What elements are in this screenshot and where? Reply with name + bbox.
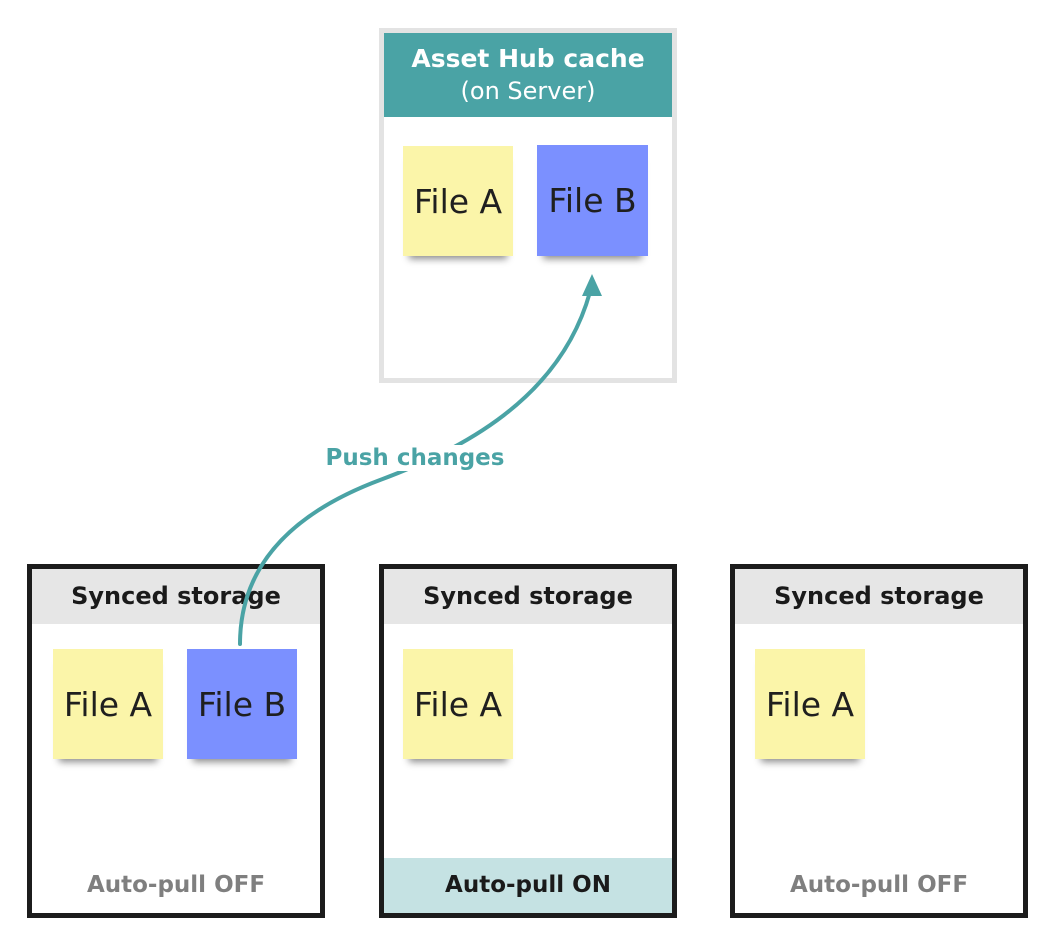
autopull-status-1: Auto-pull OFF: [86, 872, 266, 898]
server-file-b-note: File B: [537, 145, 648, 256]
autopull-status-3: Auto-pull OFF: [789, 872, 969, 898]
asset-hub-cache-header: Asset Hub cache (on Server): [384, 33, 672, 117]
storage-1-file-b-note: File B: [187, 649, 297, 759]
asset-hub-cache-box: Asset Hub cache (on Server) File A File …: [379, 28, 677, 383]
autopull-status-2: Auto-pull ON: [384, 858, 672, 913]
storage-2-file-a-note: File A: [403, 649, 513, 759]
synced-storage-header-2: Synced storage: [384, 569, 672, 624]
asset-hub-cache-title: Asset Hub cache: [411, 44, 645, 73]
synced-storage-header-3: Synced storage: [735, 569, 1023, 624]
push-arrow-curve: [238, 290, 592, 646]
asset-hub-cache-subtitle: (on Server): [460, 77, 596, 105]
storage-1-file-a-note: File A: [53, 649, 163, 759]
push-arrow-head: [582, 274, 602, 296]
synced-storage-box-2: Synced storage File A Auto-pull ON: [379, 564, 677, 918]
synced-storage-header-1: Synced storage: [32, 569, 320, 624]
storage-3-file-a-note: File A: [755, 649, 865, 759]
server-file-a-note: File A: [403, 146, 513, 256]
synced-storage-box-1: Synced storage File A File B Auto-pull O…: [27, 564, 325, 918]
push-changes-label: Push changes: [300, 445, 530, 471]
synced-storage-box-3: Synced storage File A Auto-pull OFF: [730, 564, 1028, 918]
